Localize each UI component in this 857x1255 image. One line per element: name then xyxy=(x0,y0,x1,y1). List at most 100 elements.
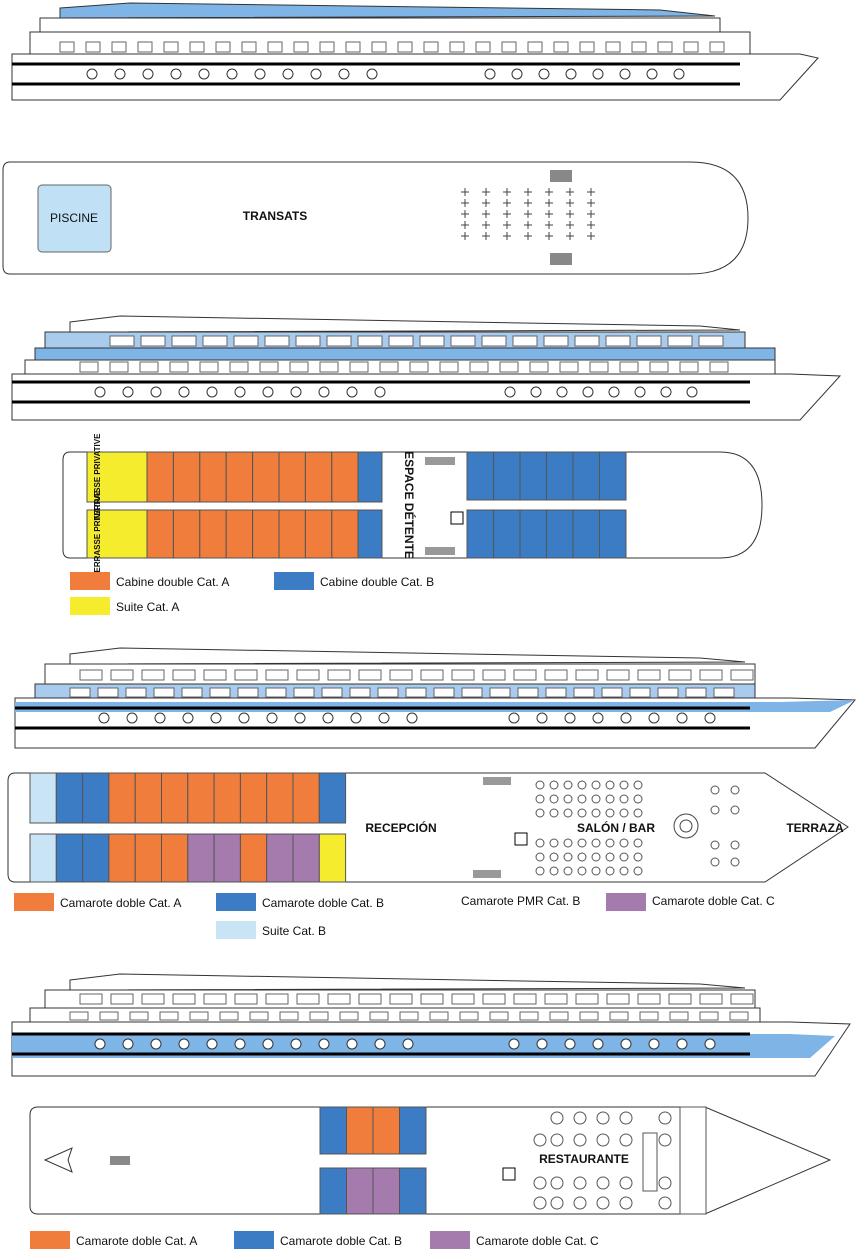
porthole xyxy=(262,386,274,398)
window xyxy=(423,41,439,53)
window xyxy=(265,993,289,1005)
cabin xyxy=(187,772,215,824)
salon-seat xyxy=(591,838,601,848)
window xyxy=(499,361,519,373)
cabin-cat-a xyxy=(278,509,306,559)
window xyxy=(171,335,197,347)
porthole xyxy=(374,1038,386,1050)
cabin xyxy=(239,772,268,824)
lounge-label: ESPACE DÉTENTE xyxy=(402,451,417,559)
porthole xyxy=(226,68,238,80)
window xyxy=(575,669,599,681)
window xyxy=(450,335,476,347)
cabin-cat-b xyxy=(546,509,574,559)
porthole xyxy=(564,712,576,724)
porthole xyxy=(556,386,568,398)
salon-seat xyxy=(730,840,740,850)
cabin xyxy=(29,772,57,824)
restaurant-table xyxy=(658,1176,672,1190)
window xyxy=(264,335,290,347)
pool xyxy=(37,184,112,253)
window xyxy=(293,41,309,53)
salon-seat xyxy=(563,866,573,876)
window xyxy=(657,41,673,53)
window xyxy=(469,361,489,373)
window xyxy=(141,669,165,681)
stairs xyxy=(483,777,511,785)
window xyxy=(209,687,231,698)
porthole xyxy=(142,68,154,80)
cabin-cat-b xyxy=(599,509,627,559)
window xyxy=(420,669,444,681)
porthole xyxy=(94,1038,106,1050)
porthole xyxy=(619,68,631,80)
window xyxy=(267,41,283,53)
cabin-cat-a xyxy=(252,509,280,559)
window xyxy=(574,335,600,347)
window xyxy=(579,1011,599,1021)
porthole xyxy=(378,712,390,724)
salon-seat xyxy=(549,808,559,818)
salon-seat xyxy=(619,794,629,804)
loungers-label: TRANSATS xyxy=(243,209,307,223)
window xyxy=(265,687,287,698)
window xyxy=(636,335,662,347)
window xyxy=(429,1011,449,1021)
porthole xyxy=(350,712,362,724)
cabin-cat-a xyxy=(331,451,359,503)
cabin-cat-a xyxy=(146,451,174,503)
cabin-cat-a xyxy=(172,509,201,559)
cabin-cat-a xyxy=(304,509,333,559)
window xyxy=(327,993,351,1005)
window xyxy=(459,1011,479,1021)
porthole xyxy=(592,68,604,80)
porthole xyxy=(530,386,542,398)
window xyxy=(234,669,258,681)
legend-swatch-cat-b xyxy=(274,572,314,590)
cabin-cat-a xyxy=(146,509,174,559)
porthole xyxy=(318,1038,330,1050)
window xyxy=(97,687,119,698)
porthole xyxy=(676,1038,688,1050)
salon-seat xyxy=(605,808,615,818)
window xyxy=(159,1011,179,1021)
window xyxy=(349,687,371,698)
galley xyxy=(679,1106,707,1215)
main-deck-cabins xyxy=(29,772,347,883)
ship-profile-lower-deck xyxy=(11,973,851,1077)
salon-seat xyxy=(535,838,545,848)
window xyxy=(357,335,383,347)
upper-deck-legend: Cabine double Cat. A Cabine double Cat. … xyxy=(70,572,434,615)
window xyxy=(729,1011,749,1021)
window xyxy=(111,41,127,53)
window xyxy=(59,41,75,53)
window xyxy=(489,1011,509,1021)
porthole xyxy=(294,712,306,724)
salon-seat xyxy=(605,780,615,790)
porthole xyxy=(564,1038,576,1050)
cabin xyxy=(82,833,110,883)
porthole xyxy=(504,386,516,398)
porthole xyxy=(154,712,166,724)
window xyxy=(339,1011,359,1021)
restaurant-table xyxy=(550,1133,564,1147)
cabin-cat-b xyxy=(546,451,574,501)
restaurant-table xyxy=(658,1196,672,1210)
window xyxy=(420,993,444,1005)
window xyxy=(358,669,382,681)
legend-swatch-cat-c xyxy=(430,1231,470,1249)
cabin xyxy=(318,772,347,824)
porthole xyxy=(536,1038,548,1050)
window xyxy=(489,687,511,698)
window xyxy=(529,361,549,373)
window xyxy=(319,361,339,373)
window xyxy=(409,361,429,373)
porthole xyxy=(262,1038,274,1050)
salon-seat xyxy=(605,852,615,862)
salon-seat xyxy=(605,838,615,848)
porthole xyxy=(290,1038,302,1050)
window xyxy=(637,669,661,681)
window xyxy=(619,361,639,373)
cabin-cat-a xyxy=(172,451,201,503)
window xyxy=(125,687,147,698)
